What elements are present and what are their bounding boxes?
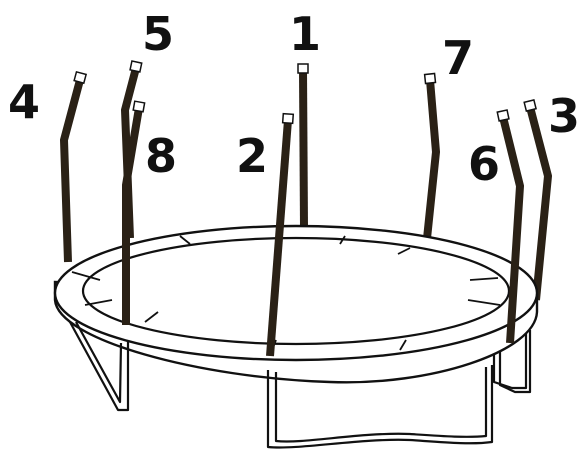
pole-4	[64, 80, 80, 262]
pole-label-2: 2	[236, 129, 268, 183]
front-pole-caps	[133, 101, 509, 123]
pole-label-5: 5	[142, 7, 174, 61]
pole-label-8: 8	[145, 129, 177, 183]
pole-3	[530, 107, 548, 300]
pole-1	[303, 70, 304, 228]
pole-label-6: 6	[468, 137, 500, 191]
pole-label-3: 3	[548, 89, 580, 143]
jumping-mat	[83, 238, 509, 344]
pole-7	[426, 80, 436, 248]
pole-label-1: 1	[289, 7, 321, 61]
pole-number-labels: 1 2 3 4 5 6 7 8	[8, 7, 580, 191]
pole-label-7: 7	[442, 31, 474, 85]
pole-label-4: 4	[8, 75, 40, 129]
